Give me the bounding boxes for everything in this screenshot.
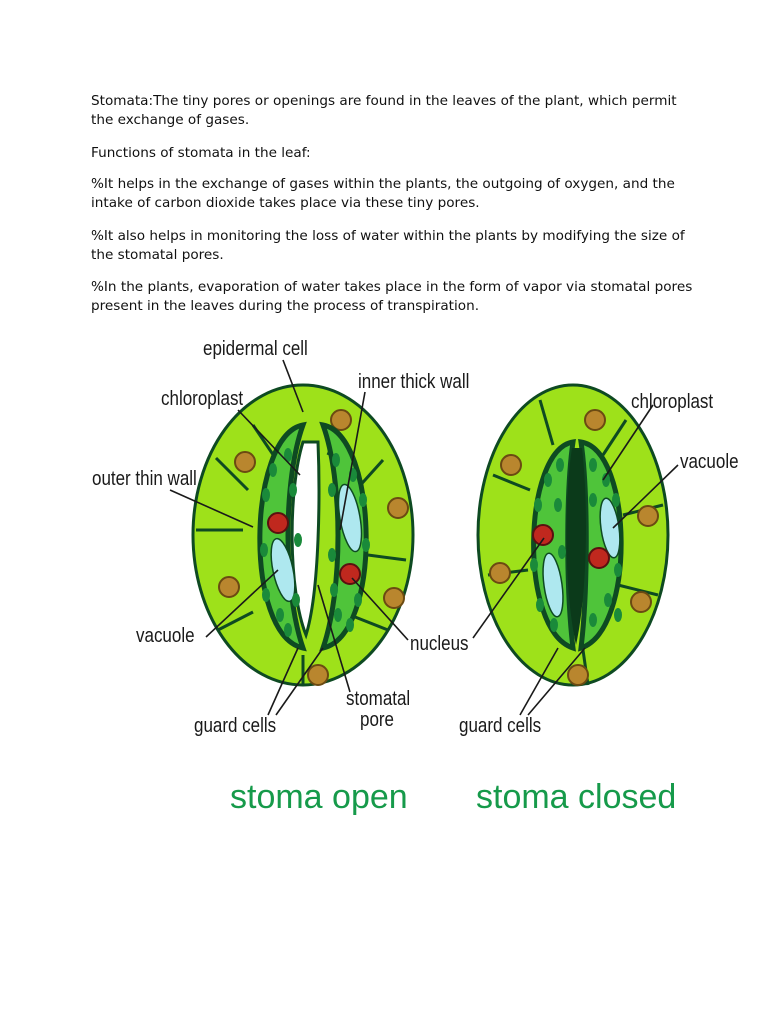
diagram-labels: epidermal cell chloroplast inner thick w… [92,337,739,737]
functions-heading: Functions of stomata in the leaf: [91,144,701,163]
function-paragraph-1: %It helps in the exchange of gases withi… [91,175,701,213]
function-3-text: %In the plants, evaporation of water tak… [91,279,693,314]
label-pore: pore [360,708,394,731]
vacuole-right-closed [599,497,621,559]
label-guard-cells-right: guard cells [459,714,541,737]
label-epidermal-cell: epidermal cell [203,337,308,360]
label-guard-cells: guard cells [194,714,276,737]
label-vacuole-right: vacuole [680,450,739,473]
epidermal-nuclei-closed [489,409,659,686]
vacuole-left-closed [542,552,564,618]
function-1-text: %It helps in the exchange of gases withi… [91,176,675,211]
label-inner-thick-wall: inner thick wall [358,370,469,393]
caption-stoma-closed: stoma closed [476,778,676,816]
label-chloroplast-right: chloroplast [631,390,714,413]
chloroplasts-open [260,448,370,637]
stomatal-pore-shape [290,440,321,640]
definition-text: Stomata:The tiny pores or openings are f… [91,93,677,128]
label-stomatal: stomatal [346,687,410,710]
stoma-open-illustration [191,383,415,687]
leader-lines [169,359,679,716]
guard-nucleus-left [267,512,289,534]
diagram-captions: stoma open stoma closed [230,778,676,816]
guard-cell-left [257,421,307,652]
vacuole-right [337,483,363,553]
function-2-text: %It also helps in monitoring the loss of… [91,228,685,263]
guard-nucleus-right [339,563,361,585]
label-vacuole: vacuole [136,624,195,647]
closed-pore-shape [566,448,586,645]
label-nucleus: nucleus [410,632,469,655]
functions-heading-text: Functions of stomata in the leaf: [91,145,311,161]
stoma-closed-illustration [476,383,670,687]
label-outer-thin-wall: outer thin wall [92,467,197,490]
guard-nucleus-left-closed [532,524,554,546]
label-chloroplast: chloroplast [161,387,244,410]
chloroplasts-closed [530,458,622,632]
definition-paragraph: Stomata:The tiny pores or openings are f… [91,92,701,130]
function-paragraph-3: %In the plants, evaporation of water tak… [91,278,701,316]
stomata-diagram: epidermal cell chloroplast inner thick w… [92,337,739,816]
function-paragraph-2: %It also helps in monitoring the loss of… [91,227,701,265]
caption-stoma-open: stoma open [230,778,408,816]
vacuole-left [270,537,296,603]
epidermal-nuclei [218,409,409,686]
guard-nucleus-right-closed [588,547,610,569]
